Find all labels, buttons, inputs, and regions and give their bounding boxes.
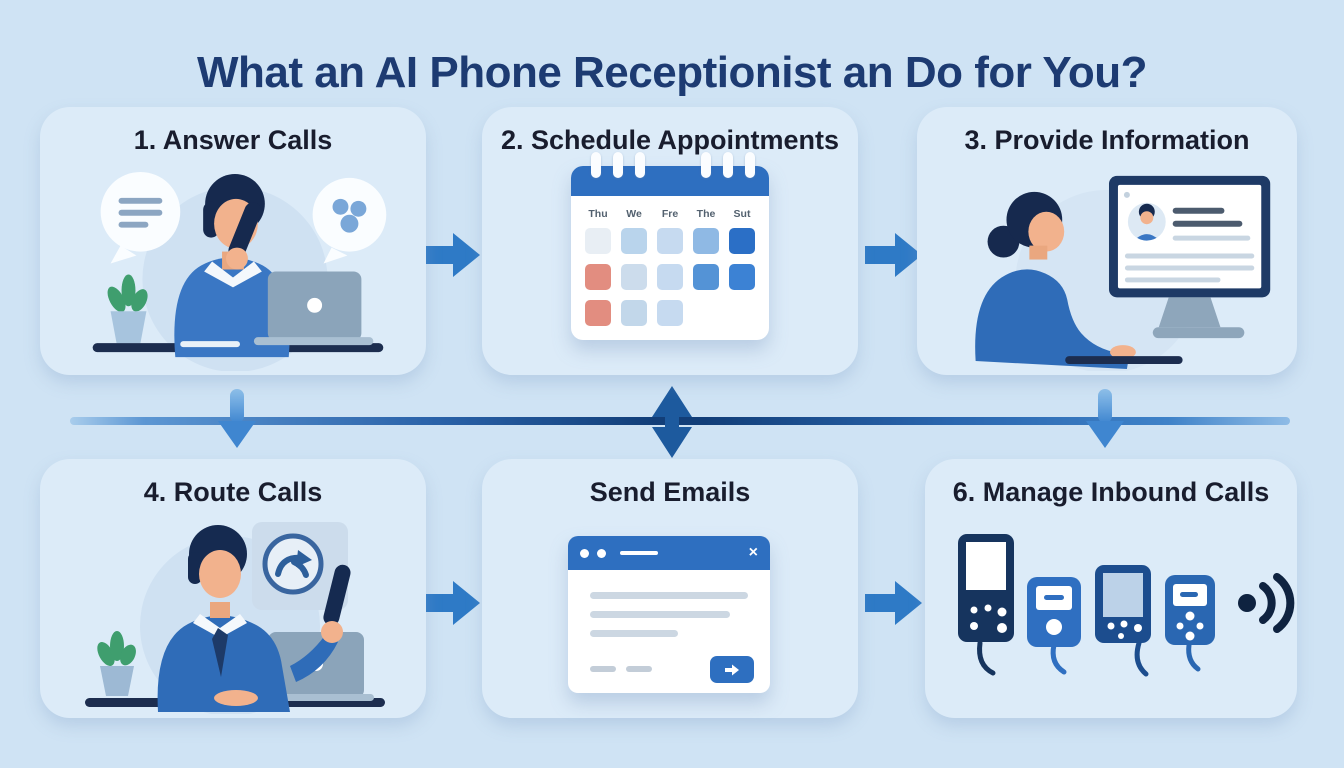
calendar-cell	[621, 264, 647, 290]
send-arrow-icon	[725, 664, 739, 675]
card-schedule-appointments-heading: 2. Schedule Appointments	[500, 125, 840, 155]
phone-device-icon	[958, 534, 1014, 676]
binder-ring	[635, 152, 645, 178]
man-routing-call-illustration	[85, 522, 385, 714]
monitor-stand	[1158, 297, 1221, 328]
calendar-cell	[729, 300, 755, 326]
phones-with-signal-illustration	[958, 534, 1295, 677]
card-send-emails: Send Emails ×	[482, 459, 858, 718]
card-route-calls: 4. Route Calls	[40, 459, 426, 718]
email-window-icon: ×	[568, 536, 770, 693]
receptionist-person	[174, 173, 290, 358]
day-label: We	[626, 208, 642, 220]
hand-on-desk	[214, 690, 258, 706]
email-text-line	[590, 630, 678, 637]
arrow-right-icon	[865, 233, 922, 277]
answer-calls-illustration	[40, 162, 426, 371]
email-footer-dash	[626, 666, 652, 672]
calendar-cell	[657, 300, 683, 326]
laptop-icon	[253, 271, 374, 346]
card-schedule-appointments: 2. Schedule Appointments Thu We Fre The …	[482, 107, 858, 375]
double-arrow-vertical-icon	[652, 386, 692, 458]
arrow-right-icon	[423, 233, 480, 277]
monitor-base	[1152, 327, 1245, 339]
card-answer-calls: 1. Answer Calls	[40, 107, 426, 375]
email-body	[568, 570, 770, 693]
binder-ring	[591, 152, 601, 178]
calendar-cell	[621, 228, 647, 254]
speech-bubble-cluster-icon	[312, 177, 387, 264]
paper-on-desk	[180, 341, 240, 348]
binder-ring	[613, 152, 623, 178]
plant-icon	[107, 274, 148, 344]
calendar-cell	[729, 264, 755, 290]
calendar-cell	[693, 264, 719, 290]
connector-line	[70, 417, 1290, 425]
card-manage-inbound-calls-heading: 6. Manage Inbound Calls	[952, 477, 1270, 507]
infographic-title: What an AI Phone Receptionist an Do for …	[196, 48, 1148, 97]
arrow-down-icon	[218, 389, 256, 448]
email-text-line	[590, 611, 730, 618]
close-icon: ×	[748, 544, 758, 561]
phone-device-icon	[1165, 575, 1215, 672]
route-badge-icon	[252, 522, 348, 610]
arrow-right-icon	[865, 581, 922, 625]
day-label: The	[696, 208, 716, 220]
necktie	[212, 628, 228, 677]
woman-at-monitor-illustration	[975, 175, 1271, 371]
speech-bubble-lines-icon	[100, 171, 181, 264]
arrow-right-icon	[423, 581, 480, 625]
day-label: Thu	[588, 208, 608, 220]
man-person	[157, 525, 351, 712]
binder-ring	[701, 152, 711, 178]
card-send-emails-heading: Send Emails	[589, 477, 751, 507]
day-label: Sut	[733, 208, 751, 220]
calendar-cell	[585, 300, 611, 326]
title-bar-dash	[620, 551, 658, 555]
phone-device-icon	[1027, 577, 1081, 675]
email-footer-dash	[590, 666, 616, 672]
woman-person	[975, 191, 1136, 370]
phone-device-icon	[1095, 565, 1151, 677]
calendar-cell	[621, 300, 647, 326]
calendar-header	[571, 166, 769, 196]
route-calls-illustration	[40, 514, 426, 714]
card-answer-calls-heading: 1. Answer Calls	[133, 125, 333, 155]
window-dot-icon	[597, 548, 606, 558]
calendar-cell	[585, 264, 611, 290]
card-route-calls-heading: 4. Route Calls	[143, 477, 323, 507]
calendar-cell	[657, 264, 683, 290]
send-button-icon	[710, 656, 754, 683]
card-provide-information-heading: 3. Provide Information	[964, 125, 1250, 155]
calendar-body: Thu We Fre The Sut	[571, 166, 769, 340]
calendar-cell	[693, 300, 719, 326]
person-answering-phone-illustration	[92, 171, 387, 371]
signal-waves-icon	[1238, 573, 1295, 633]
phone-handset-icon	[323, 564, 351, 626]
monitor-icon	[1108, 175, 1271, 339]
card-manage-inbound-calls: 6. Manage Inbound Calls	[925, 459, 1297, 718]
profile-card-on-screen	[1124, 202, 1255, 283]
provide-information-illustration	[917, 162, 1297, 371]
calendar-icon: Thu We Fre The Sut	[571, 152, 769, 340]
calendar-grid	[571, 226, 769, 326]
route-arrows-icon	[275, 550, 312, 578]
window-dot-icon	[580, 548, 589, 558]
email-text-line	[590, 592, 748, 599]
keyboard-icon	[1065, 356, 1183, 365]
phone-handset-icon	[228, 202, 262, 260]
arrow-down-icon	[1086, 389, 1124, 448]
calendar-cell	[693, 228, 719, 254]
calendar-cell	[585, 228, 611, 254]
plant-icon	[97, 631, 136, 696]
calendar-cell	[729, 228, 755, 254]
manage-inbound-calls-illustration	[925, 514, 1297, 714]
day-label: Fre	[661, 208, 679, 220]
email-title-bar: ×	[568, 536, 770, 570]
calendar-cell	[657, 228, 683, 254]
binder-ring	[723, 152, 733, 178]
calendar-day-labels: Thu We Fre The Sut	[571, 196, 769, 226]
binder-ring	[745, 152, 755, 178]
card-provide-information: 3. Provide Information	[917, 107, 1297, 375]
